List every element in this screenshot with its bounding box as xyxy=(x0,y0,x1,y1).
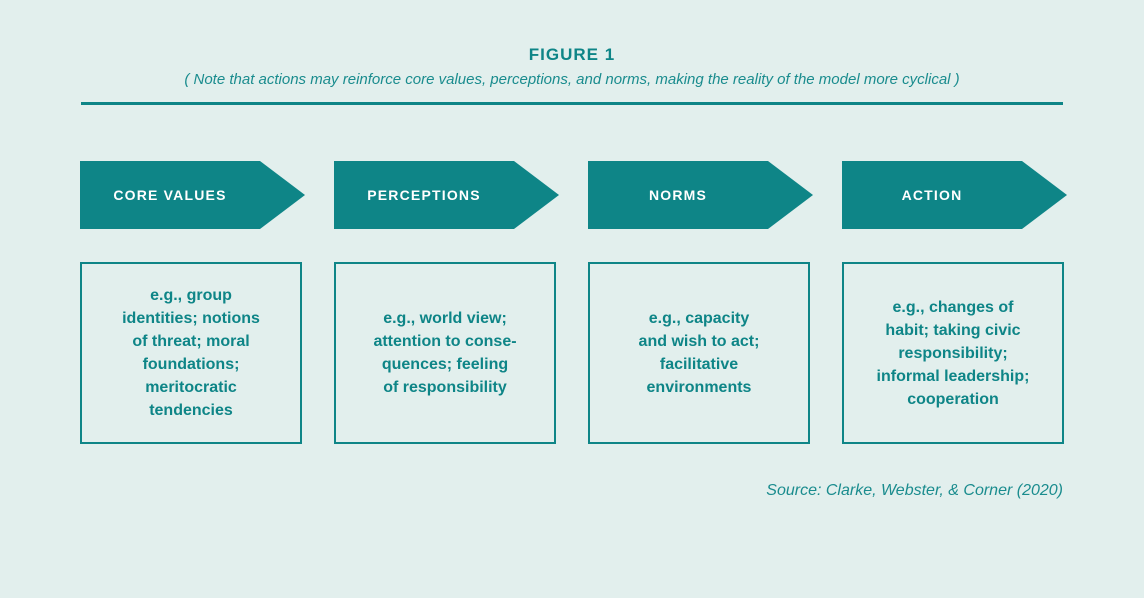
arrow-shape-core-values: CORE VALUES xyxy=(80,161,305,229)
arrow-shape-perceptions: PERCEPTIONS xyxy=(334,161,559,229)
stage-column-core-values: CORE VALUES e.g., group identities; noti… xyxy=(80,161,305,444)
stage-column-action: ACTION e.g., changes of habit; taking ci… xyxy=(842,161,1067,444)
arrow-shape-norms: NORMS xyxy=(588,161,813,229)
figure-title: FIGURE 1 xyxy=(528,45,616,64)
stage-label-core-values: CORE VALUES xyxy=(113,187,227,203)
stages-row: CORE VALUES e.g., group identities; noti… xyxy=(80,161,1067,444)
divider-line xyxy=(81,102,1063,105)
arrow-shape-action: ACTION xyxy=(842,161,1067,229)
example-box-norms: e.g., capacity and wish to act; facilita… xyxy=(588,262,810,444)
example-text-core-values: e.g., group identities; notions of threa… xyxy=(122,287,260,419)
stage-column-norms: NORMS e.g., capacity and wish to act; fa… xyxy=(588,161,813,444)
example-text-action: e.g., changes of habit; taking civic res… xyxy=(876,298,1030,408)
figure-note: ( Note that actions may reinforce core v… xyxy=(184,71,960,88)
example-box-perceptions: e.g., world view; attention to conse- qu… xyxy=(334,262,556,444)
source-citation: Source: Clarke, Webster, & Corner (2020) xyxy=(766,482,1063,499)
example-box-action: e.g., changes of habit; taking civic res… xyxy=(842,262,1064,444)
example-text-perceptions: e.g., world view; attention to conse- qu… xyxy=(373,310,517,396)
example-text-norms: e.g., capacity and wish to act; facilita… xyxy=(638,310,760,396)
stage-column-perceptions: PERCEPTIONS e.g., world view; attention … xyxy=(334,161,559,444)
example-box-core-values: e.g., group identities; notions of threa… xyxy=(80,262,302,444)
stage-label-perceptions: PERCEPTIONS xyxy=(367,187,481,203)
stage-label-action: ACTION xyxy=(901,187,963,203)
stage-label-norms: NORMS xyxy=(648,187,708,203)
